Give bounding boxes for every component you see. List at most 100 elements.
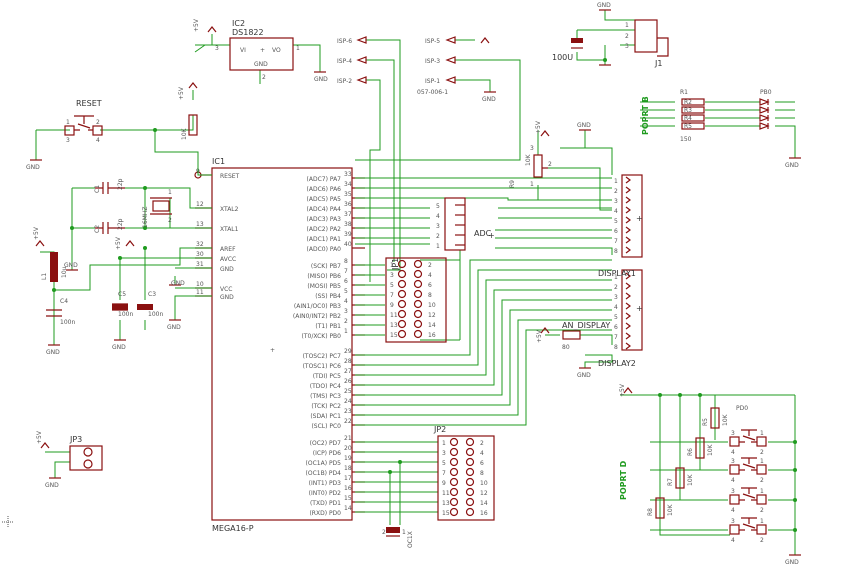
svg-text:1: 1 (168, 189, 172, 196)
portd-switch-pad (756, 524, 767, 535)
gnd-crystal: GND (64, 262, 78, 271)
header-pin (397, 309, 407, 319)
svg-text:+5V: +5V (619, 383, 626, 397)
display-pin-num: 7 (614, 334, 618, 341)
isp-4-label: ISP-4 (337, 58, 352, 65)
ic1-right-pin-num: 40 (344, 241, 352, 248)
ic1-right-pin-num: 29 (344, 348, 352, 355)
l1-ref: L1 (41, 273, 48, 280)
junctions (52, 58, 797, 532)
gnd-c5: GND (112, 339, 126, 351)
display-pin-num: 8 (614, 248, 618, 255)
ic1-right-pin-num: 35 (344, 191, 352, 198)
display-pin-mark (625, 302, 631, 310)
svg-text:1: 1 (66, 119, 70, 126)
ic1-left-pin-num: 12 (196, 201, 204, 208)
portb-led (759, 106, 770, 114)
cursor-crosshair (2, 516, 14, 528)
vcc-ic2: +5V (193, 18, 217, 33)
ic1-right-pin-num: 2 (344, 318, 348, 325)
ic2-part: DS1822 (232, 28, 264, 37)
ic1-right-pin-name: (ADC1) PA1 (307, 236, 342, 243)
header-pin-num: 2 (480, 440, 484, 447)
header-pin-num: 6 (480, 460, 484, 467)
an-display-resistor: 80 (562, 344, 570, 351)
header-pin-num: 10 (480, 480, 488, 487)
display-pin-num: 4 (614, 208, 618, 215)
svg-text:+5V: +5V (535, 120, 542, 134)
portb-resistor-name: R2 (684, 99, 692, 106)
header-pin-num: 14 (428, 322, 436, 329)
oc1x-label: OC1X (407, 531, 414, 548)
portd-switch-pin: 3 (731, 518, 735, 525)
ic1-right-pin-name: (AIN0/INT2) PB2 (293, 313, 341, 320)
adc-pin-num: 5 (436, 203, 440, 210)
ic1-left-pin-num: 31 (196, 261, 204, 268)
ic1-right-pin-num: 5 (344, 288, 348, 295)
ic1-left-pin-name: AVCC (220, 256, 236, 263)
r9-trimmer: R9 10K 2 3 1 (509, 145, 552, 188)
header-pin (397, 269, 407, 279)
header-pin (397, 299, 407, 309)
ic1-right-pin-name: (MISO) PB6 (307, 273, 341, 280)
adc-label: ADC (474, 229, 492, 238)
svg-text:1: 1 (625, 22, 629, 29)
display-pin-mark (625, 272, 631, 280)
header-pin (465, 487, 475, 497)
ic1-right-pin-name: (SCL) PC0 (311, 423, 341, 430)
ic1-left-pin-name: GND (220, 266, 234, 273)
display-pin-num: 1 (614, 274, 618, 281)
header-pin-num: 7 (442, 470, 446, 477)
svg-text:3: 3 (530, 145, 534, 152)
ic1-right-pin-num: 4 (344, 298, 348, 305)
ic1-right-pin-name: (ADC6) PA6 (307, 186, 342, 193)
portd-switch-pin: 1 (760, 430, 764, 437)
ic1-right-pin-name: (INT1) PD3 (309, 480, 342, 487)
svg-text:+5V: +5V (33, 226, 40, 240)
isp-5-label: ISP-5 (425, 38, 440, 45)
svg-text:3: 3 (625, 43, 629, 50)
ic1-left-pin-name: VCC (220, 286, 232, 293)
ic1-right-pin-num: 14 (344, 505, 352, 512)
svg-text:2: 2 (548, 161, 552, 168)
ic2-ref: IC2 (232, 19, 245, 28)
ic1-right-pin-num: 27 (344, 368, 352, 375)
adc-pin-num: 3 (436, 223, 440, 230)
header-pin (465, 457, 475, 467)
ic1-right-pin-num: 19 (344, 455, 352, 462)
ic1-right-pin-num: 39 (344, 231, 352, 238)
display-pin-num: 5 (614, 218, 618, 225)
svg-text:GND: GND (314, 76, 328, 83)
portd-resistor (655, 497, 665, 519)
portd-resistor-name: R6 (687, 448, 694, 456)
ic1-right-pin-num: 3 (344, 308, 348, 315)
ic1-right-pin-name: (OC1B) PD4 (306, 470, 342, 477)
r-pullup-value: 10K (181, 127, 188, 140)
ic1-right-pin-name: (TDI) PC5 (313, 373, 341, 380)
c3-ref: C3 (148, 291, 156, 298)
ic1-right-pin-num: 24 (344, 398, 352, 405)
portd-switch (739, 487, 757, 501)
display-pin-num: 3 (614, 294, 618, 301)
portd-switch-pin: 1 (760, 518, 764, 525)
ic1-right-pin-num: 21 (344, 435, 352, 442)
header-pin (465, 477, 475, 487)
gnd-j1-top: GND (597, 2, 611, 11)
svg-text:GND: GND (45, 482, 59, 489)
header-pin-num: 5 (442, 460, 446, 467)
display-pin-num: 4 (614, 304, 618, 311)
header-pin-num: 15 (390, 332, 398, 339)
ic1-right-pin-name: (ADC2) PA2 (307, 226, 342, 233)
jp2-ref: JP2 (433, 425, 446, 434)
reset-label: RESET (76, 99, 102, 108)
header-pin (397, 259, 407, 269)
ic1-right-pin-num: 38 (344, 221, 352, 228)
header-pin (413, 289, 423, 299)
ic1-right-pin-name: (TOSC1) PC6 (303, 363, 342, 370)
ic2-plus: + (260, 47, 265, 54)
svg-text:GND: GND (64, 262, 78, 269)
portd-resistor-name: R8 (647, 508, 654, 516)
